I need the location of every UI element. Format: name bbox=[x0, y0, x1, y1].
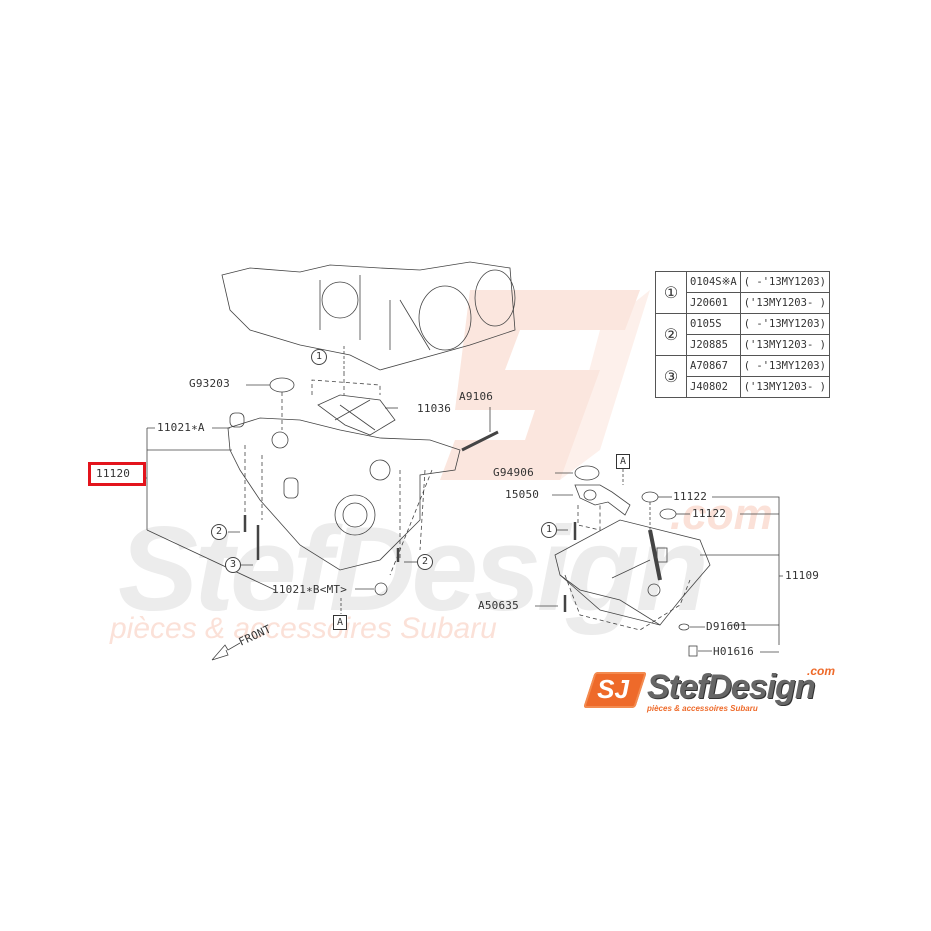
table-row: J40802 ('13MY1203- ) bbox=[656, 376, 830, 398]
part-number[interactable]: 0104S※A bbox=[686, 271, 741, 293]
callout-3-left: 3 bbox=[225, 557, 241, 573]
table-row: ② 0105S ( -'13MY1203) bbox=[655, 313, 830, 356]
label-11122-lower[interactable]: 11122 bbox=[692, 507, 727, 520]
part-number[interactable]: J20601 bbox=[686, 292, 741, 314]
label-h01616[interactable]: H01616 bbox=[713, 645, 754, 658]
date-range: ( -'13MY1203) bbox=[739, 355, 830, 377]
label-11109[interactable]: 11109 bbox=[785, 569, 820, 582]
selected-part-highlight[interactable] bbox=[88, 462, 146, 486]
part-number[interactable]: A70867 bbox=[686, 355, 741, 377]
label-a9106[interactable]: A9106 bbox=[459, 390, 494, 403]
label-11122-upper[interactable]: 11122 bbox=[673, 490, 708, 503]
date-range: ( -'13MY1203) bbox=[739, 271, 830, 293]
logo-com: .com bbox=[807, 664, 836, 678]
watermark-com: .com bbox=[670, 490, 773, 539]
logo-name: StefDesign bbox=[647, 668, 816, 706]
table-row: J20885 ('13MY1203- ) bbox=[656, 334, 830, 356]
table-row: ① 0104S※A ( -'13MY1203) bbox=[655, 271, 830, 314]
callout-1-right: 1 bbox=[541, 522, 557, 538]
date-range: ( -'13MY1203) bbox=[739, 313, 830, 335]
ref-box-a-right: A bbox=[616, 454, 630, 469]
table-row: J20601 ('13MY1203- ) bbox=[656, 292, 830, 314]
label-g94906[interactable]: G94906 bbox=[493, 466, 534, 479]
parts-reference-table: ① 0104S※A ( -'13MY1203) J20601 ('13MY120… bbox=[655, 271, 830, 398]
label-11036[interactable]: 11036 bbox=[417, 402, 452, 415]
label-a50635[interactable]: A50635 bbox=[478, 599, 519, 612]
label-d91601[interactable]: D91601 bbox=[706, 620, 747, 633]
ref-circle-1: ① bbox=[655, 271, 687, 314]
part-number[interactable]: J40802 bbox=[686, 376, 741, 398]
callout-2-right: 2 bbox=[417, 554, 433, 570]
part-number[interactable]: J20885 bbox=[686, 334, 741, 356]
label-15050[interactable]: 15050 bbox=[505, 488, 540, 501]
table-row: ③ A70867 ( -'13MY1203) bbox=[655, 355, 830, 398]
sj-logo-icon: SJ bbox=[583, 672, 647, 708]
part-number[interactable]: 0105S bbox=[686, 313, 741, 335]
ref-circle-2: ② bbox=[655, 313, 687, 356]
ref-box-a-left: A bbox=[333, 615, 347, 630]
ref-circle-3: ③ bbox=[655, 355, 687, 398]
callout-2-left: 2 bbox=[211, 524, 227, 540]
callout-1-top: 1 bbox=[311, 349, 327, 365]
label-11120[interactable]: 11120 bbox=[96, 467, 131, 480]
label-g93203[interactable]: G93203 bbox=[189, 377, 230, 390]
logo-tagline: pièces & accessoires Subaru bbox=[647, 704, 758, 713]
stefdesign-logo: SJ StefDesign .com pièces & accessoires … bbox=[583, 664, 849, 714]
watermark-tagline: pièces & accessoires Subaru bbox=[110, 612, 497, 645]
label-11021-b-mt[interactable]: 11021∗B<MT> bbox=[272, 583, 348, 596]
date-range: ('13MY1203- ) bbox=[739, 292, 830, 314]
label-11021-a[interactable]: 11021∗A bbox=[157, 421, 205, 434]
date-range: ('13MY1203- ) bbox=[739, 334, 830, 356]
date-range: ('13MY1203- ) bbox=[739, 376, 830, 398]
